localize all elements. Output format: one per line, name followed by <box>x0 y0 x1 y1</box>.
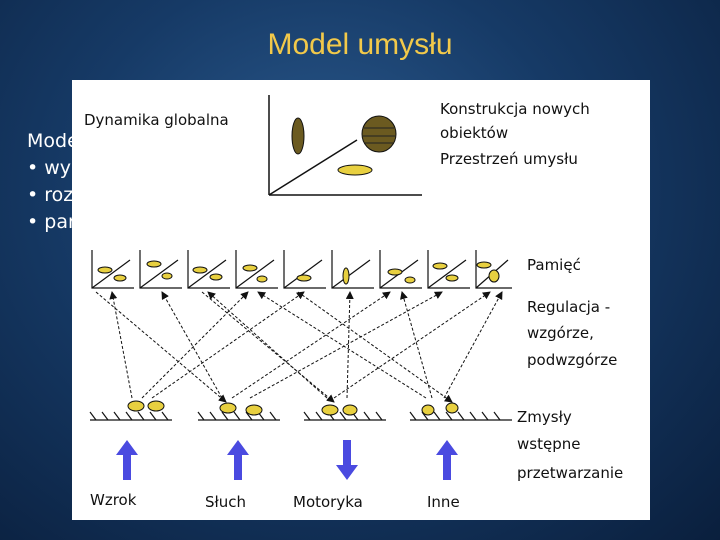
input-arrows <box>116 440 458 480</box>
bullet-text: par <box>44 211 76 233</box>
senses-label: Zmysły wstępne przetwarzanie <box>517 408 623 482</box>
svg-text:Konstrukcja nowych: Konstrukcja nowych <box>440 100 590 118</box>
bullet-item: • roz <box>27 182 79 209</box>
svg-text:Zmysły: Zmysły <box>517 408 572 426</box>
arrow-up-icon <box>116 440 138 480</box>
svg-text:Inne: Inne <box>427 493 460 511</box>
slide-title: Model umysłu <box>267 28 453 61</box>
svg-text:Słuch: Słuch <box>205 493 246 511</box>
svg-text:obiektów: obiektów <box>440 124 508 142</box>
regulation-label: Regulacja - wzgórze, podwzgórze <box>527 298 617 369</box>
diagram-panel: Dynamika globalna Konstrukcja nowych obi… <box>72 80 650 520</box>
bullet-marker: • <box>27 184 39 206</box>
svg-text:wstępne: wstępne <box>517 435 580 453</box>
bullet-item: • par <box>27 209 79 236</box>
svg-text:wzgórze,: wzgórze, <box>527 324 594 342</box>
svg-text:Regulacja -: Regulacja - <box>527 298 610 316</box>
dynamics-label: Dynamika globalna <box>84 111 229 129</box>
memory-label: Pamięć <box>527 256 581 274</box>
arrow-down-icon <box>336 440 358 480</box>
mind-objects <box>291 115 397 176</box>
object-capsule <box>337 164 373 176</box>
arrow-up-icon <box>436 440 458 480</box>
sensor-blobs <box>127 400 459 416</box>
bullet-text: roz <box>44 184 74 206</box>
svg-text:Motoryka: Motoryka <box>293 493 363 511</box>
memory-objects <box>97 260 500 285</box>
bullet-marker: • <box>27 157 39 179</box>
sensor-baselines <box>89 411 512 421</box>
object-oval <box>291 117 305 155</box>
bullet-item: Mode <box>27 128 79 155</box>
svg-text:Wzrok: Wzrok <box>90 491 137 509</box>
svg-text:przetwarzanie: przetwarzanie <box>517 464 623 482</box>
connection-arrows <box>95 291 503 403</box>
object-sphere <box>361 115 397 153</box>
svg-text:podwzgórze: podwzgórze <box>527 351 617 369</box>
mind-model-diagram: Dynamika globalna Konstrukcja nowych obi… <box>84 95 623 511</box>
global-space-axes <box>268 95 422 196</box>
svg-text:Przestrzeń umysłu: Przestrzeń umysłu <box>440 150 578 168</box>
bullet-marker: • <box>27 211 39 233</box>
modality-labels: Wzrok Słuch Motoryka Inne <box>90 491 460 511</box>
bullet-list: Mode • wy • roz • par <box>27 128 79 236</box>
memory-mini-plots <box>91 250 512 289</box>
bullet-item: • wy <box>27 155 79 182</box>
construction-label: Konstrukcja nowych obiektów Przestrzeń u… <box>440 100 590 168</box>
bullet-text: wy <box>44 157 72 179</box>
arrow-up-icon <box>227 440 249 480</box>
bullet-text: Mode <box>27 130 79 152</box>
